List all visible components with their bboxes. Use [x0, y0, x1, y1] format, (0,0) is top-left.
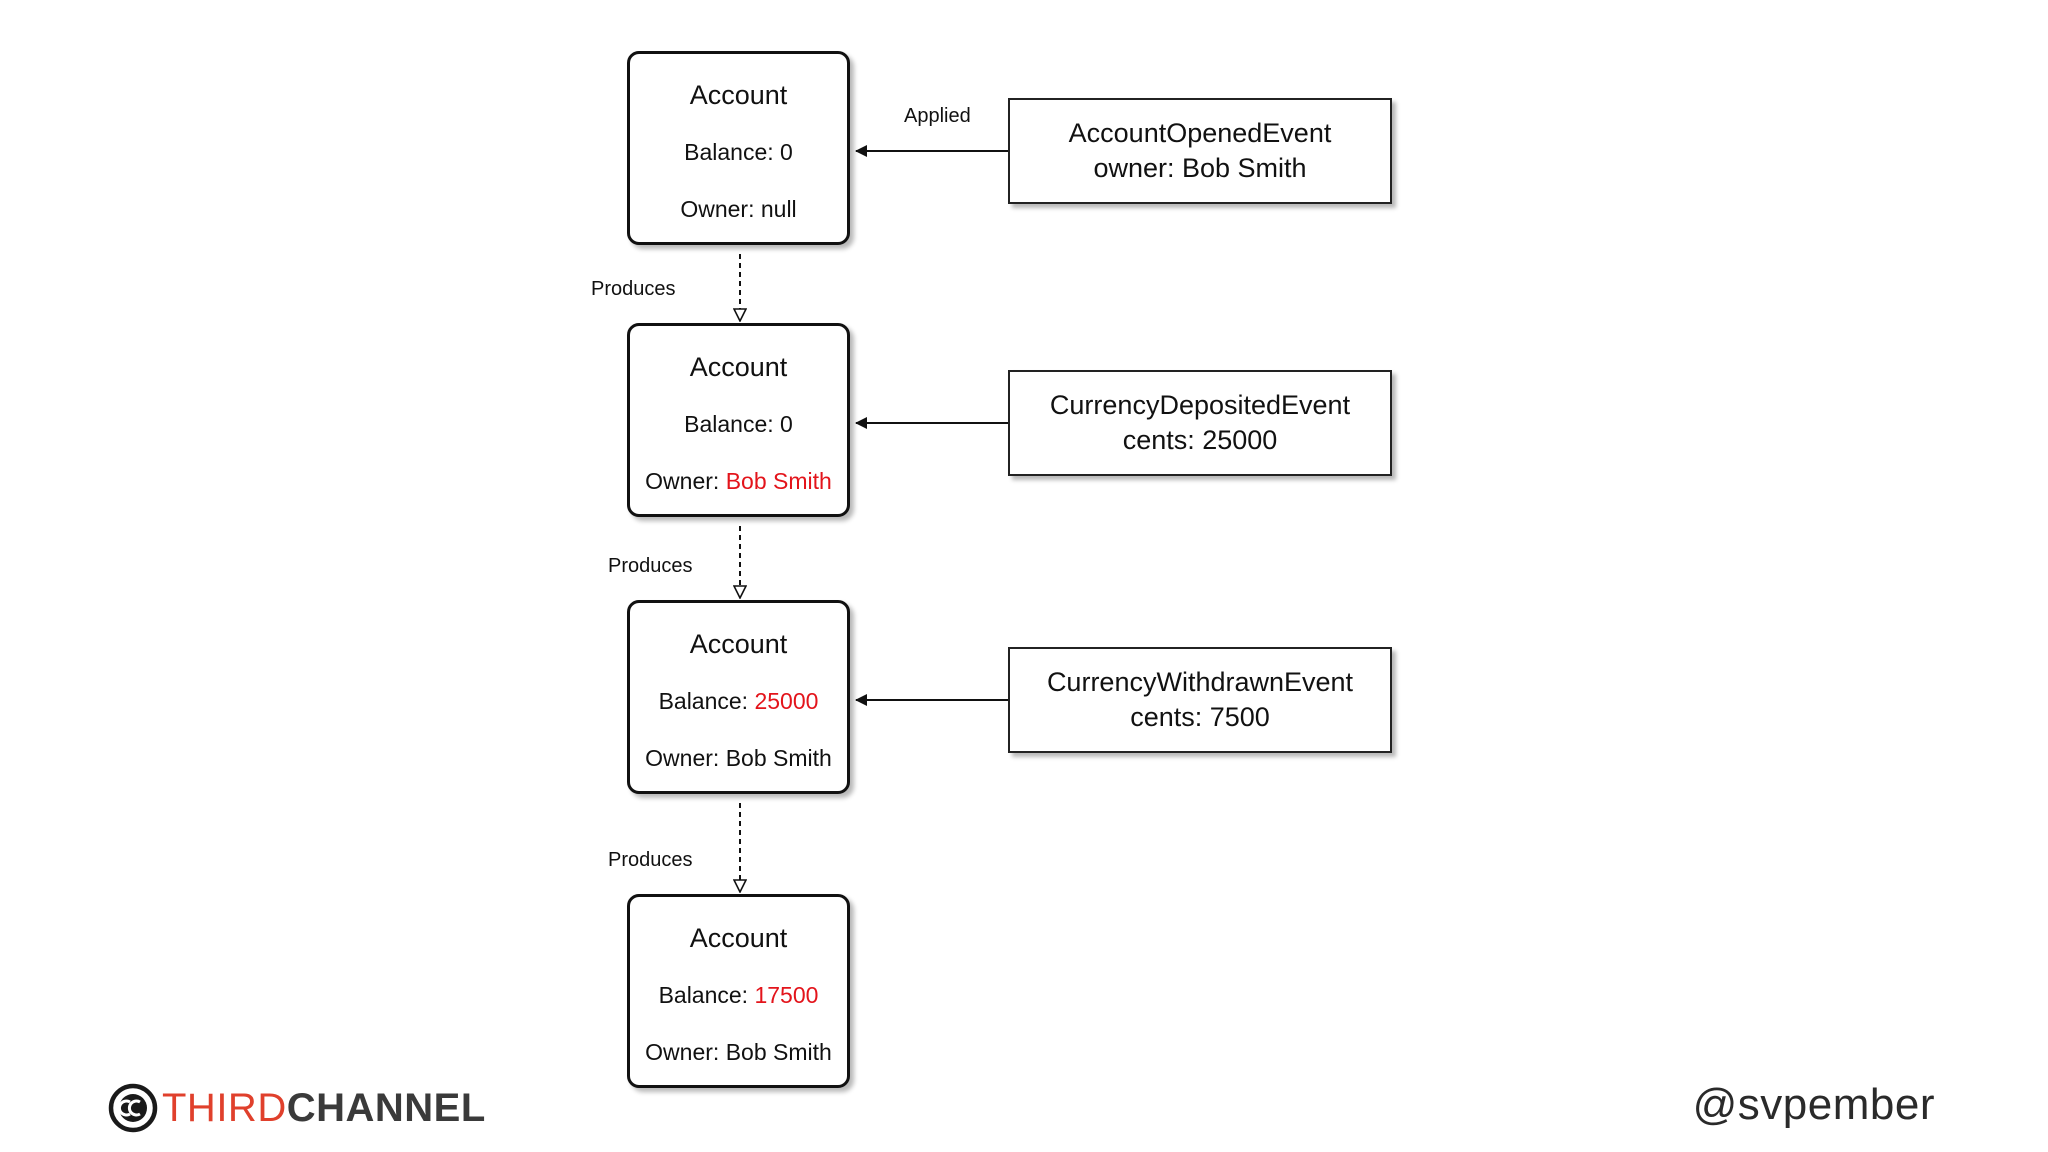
balance-value: 0 [780, 139, 793, 165]
balance-value-highlighted: 25000 [754, 688, 819, 714]
balance-value: 0 [780, 411, 793, 437]
author-handle: @svpember [1692, 1080, 1935, 1129]
owner-value: null [760, 196, 797, 222]
produces-label-2: Produces [608, 555, 693, 577]
balance-value-highlighted: 17500 [754, 982, 819, 1008]
logo-wordmark: THIRDCHANNEL [162, 1086, 486, 1130]
account-balance: Balance: 0 [684, 411, 793, 437]
account-owner: Owner: null [680, 196, 797, 222]
event-detail: cents: 7500 [1130, 702, 1270, 732]
account-owner: Owner: Bob Smith [645, 745, 832, 771]
account-title: Account [689, 352, 788, 382]
event-name: CurrencyDepositedEvent [1049, 390, 1351, 420]
account-title: Account [689, 80, 788, 110]
thirdchannel-logo: THIRDCHANNEL [108, 1083, 486, 1133]
event-detail: owner: Bob Smith [1093, 153, 1307, 183]
account-balance: Balance: 17500 [658, 982, 819, 1008]
account-box-1: Account Balance: 0 Owner: null [627, 51, 850, 245]
owner-value: Bob Smith [725, 745, 832, 771]
account-owner: Owner: Bob Smith [645, 468, 832, 494]
event-box-currency-withdrawn: CurrencyWithdrawnEvent cents: 7500 [1008, 647, 1392, 753]
account-title: Account [689, 923, 788, 953]
account-balance: Balance: 0 [684, 139, 793, 165]
produces-label-1: Produces [591, 278, 676, 300]
event-name: CurrencyWithdrawnEvent [1046, 667, 1354, 697]
owner-value: Bob Smith [725, 1039, 832, 1065]
applied-label: Applied [904, 105, 971, 127]
event-box-account-opened: AccountOpenedEvent owner: Bob Smith [1008, 98, 1392, 204]
account-box-4: Account Balance: 17500 Owner: Bob Smith [627, 894, 850, 1088]
account-box-3: Account Balance: 25000 Owner: Bob Smith [627, 600, 850, 794]
event-detail: cents: 25000 [1122, 425, 1278, 455]
event-name: AccountOpenedEvent [1068, 118, 1332, 148]
account-balance: Balance: 25000 [658, 688, 819, 714]
account-owner: Owner: Bob Smith [645, 1039, 832, 1065]
account-box-2: Account Balance: 0 Owner: Bob Smith [627, 323, 850, 517]
thirdchannel-logo-icon [108, 1083, 158, 1133]
produces-label-3: Produces [608, 849, 693, 871]
event-box-currency-deposited: CurrencyDepositedEvent cents: 25000 [1008, 370, 1392, 476]
account-title: Account [689, 629, 788, 659]
owner-value-highlighted: Bob Smith [725, 468, 832, 494]
